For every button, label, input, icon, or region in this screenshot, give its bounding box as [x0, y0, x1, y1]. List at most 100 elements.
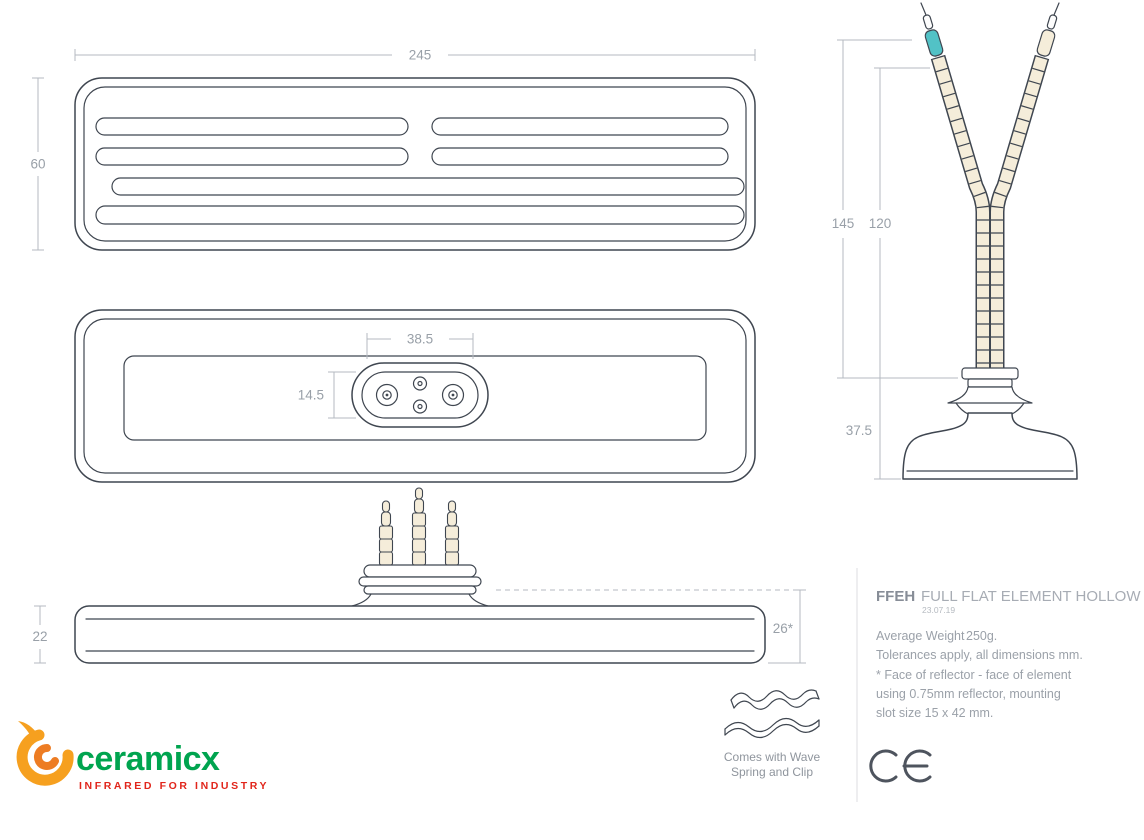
- brand-flame-icon: [16, 721, 74, 786]
- pedestal-skirt: [351, 593, 489, 607]
- pilot-ring: [412, 376, 428, 391]
- dim-lead-length-line: [838, 67, 958, 379]
- dim-base-height: 37.5: [846, 378, 901, 480]
- crimp-ferrule: [1046, 14, 1058, 30]
- heating-track-slot: [431, 147, 729, 166]
- dim-front-height: 60: [30, 77, 46, 251]
- heating-track: [95, 117, 745, 225]
- dim-front-width: 245: [74, 48, 756, 63]
- ce-letter-c: [869, 749, 898, 783]
- side-view-drawing: 22 26*: [32, 487, 806, 664]
- dim-side-thickness: 22: [32, 605, 48, 664]
- terminal-pin-left: [378, 500, 394, 566]
- element-base: [902, 367, 1078, 480]
- pedestal-collar: [363, 585, 477, 595]
- dim-front-height-label: 60: [30, 157, 45, 172]
- ce-letter-e: [902, 749, 932, 783]
- side-body: [74, 605, 766, 664]
- lead-outline: [930, 54, 991, 368]
- spec-weight-label: Average Weight: [876, 629, 965, 643]
- brand-logo: ceramicx INFRARED FOR INDUSTRY: [16, 721, 269, 792]
- heating-track-slot: [431, 117, 729, 136]
- spec-note-1: * Face of reflector - face of element: [876, 668, 1072, 682]
- terminal-dot: [451, 393, 455, 397]
- terminal-left: [375, 383, 399, 407]
- heating-track-slot: [111, 177, 745, 196]
- base-dome: [902, 412, 1078, 480]
- dim-boss-height-label: 14.5: [298, 388, 324, 403]
- terminal-right: [441, 383, 465, 407]
- pedestal: [351, 564, 489, 607]
- lead-right: [989, 2, 1060, 368]
- terminal-hole: [382, 390, 392, 400]
- back-view-drawing: 38.5 14.5: [74, 309, 756, 483]
- heating-track-slot: [95, 117, 409, 136]
- terminal-ring: [441, 383, 465, 407]
- dim-overall-length: 145: [832, 39, 912, 379]
- terminal-ring: [375, 383, 399, 407]
- clip-ends: [724, 719, 820, 736]
- teal-sleeve: [924, 29, 944, 57]
- wire-tip: [920, 2, 927, 16]
- product-code: FFEH: [876, 588, 915, 605]
- front-view-drawing: 245 60: [30, 48, 756, 251]
- dim-front-width-line: [74, 49, 756, 61]
- back-inner-outline: [83, 318, 747, 474]
- lead-beads: [932, 55, 989, 368]
- junction-collar: [967, 378, 1013, 388]
- revision-date: 23.07.19: [922, 605, 955, 615]
- dim-reflector-face: 26*: [496, 589, 806, 664]
- base-flange: [947, 386, 1033, 404]
- dim-overall-length-label: 145: [832, 216, 855, 231]
- wave-spring-illustration: Comes with Wave Spring and Clip: [724, 689, 820, 779]
- dim-base-height-label: 37.5: [846, 423, 872, 438]
- product-title: FULL FLAT ELEMENT HOLLOW: [921, 588, 1141, 605]
- wave-spring-ends: [730, 690, 820, 709]
- flame-swirl-inner: [33, 743, 59, 770]
- spec-weight-value: 250g.: [966, 629, 997, 643]
- dim-boss-height-line: [328, 371, 356, 419]
- wire-tip: [1053, 2, 1060, 16]
- dim-boss-width-line: [366, 333, 474, 359]
- clip-top: [724, 717, 820, 733]
- dim-boss-width-label: 38.5: [407, 332, 433, 347]
- dim-side-thickness-line: [34, 605, 46, 664]
- terminal-pin-center: [411, 487, 427, 566]
- dim-boss-width: 38.5: [366, 332, 474, 359]
- pilot-ring: [412, 399, 428, 414]
- ce-mark: [869, 749, 932, 783]
- heating-track-slot: [95, 205, 745, 225]
- dim-reflector-face-label: 26*: [773, 621, 794, 636]
- base-riser: [955, 402, 1025, 415]
- wave-spring-bottom: [733, 697, 820, 710]
- side-body-edges: [85, 618, 755, 652]
- dim-reflector-face-line: [768, 589, 806, 664]
- pilot-hole: [417, 380, 423, 387]
- accessory-caption-line2: Spring and Clip: [731, 765, 813, 779]
- brand-name: ceramicx: [76, 740, 220, 778]
- flame-tip: [18, 721, 39, 743]
- pedestal-top-plate: [363, 564, 477, 578]
- pedestal-flange: [358, 576, 482, 587]
- mounting-boss-inner: [361, 371, 479, 419]
- pilot-hole: [417, 403, 423, 410]
- ivory-sleeve: [1036, 29, 1056, 57]
- flame-swirl-outer: [16, 729, 74, 786]
- lead-outline: [989, 54, 1050, 368]
- dim-front-height-line: [32, 77, 44, 251]
- dim-boss-height: 14.5: [298, 371, 356, 419]
- terminal-hole: [448, 390, 458, 400]
- lead-beads: [991, 55, 1048, 368]
- brand-tagline: INFRARED FOR INDUSTRY: [79, 780, 269, 792]
- info-panel: FFEH FULL FLAT ELEMENT HOLLOW 23.07.19 A…: [856, 568, 1141, 802]
- dim-base-height-line: [874, 378, 901, 480]
- heating-track-slot: [95, 147, 409, 166]
- spec-tolerance: Tolerances apply, all dimensions mm.: [876, 648, 1083, 662]
- clip-bottom: [724, 723, 820, 739]
- terminal-dot: [385, 393, 389, 397]
- wave-spring-top: [730, 689, 817, 702]
- dim-overall-length-line: [837, 39, 912, 379]
- dim-lead-length-label: 120: [869, 216, 892, 231]
